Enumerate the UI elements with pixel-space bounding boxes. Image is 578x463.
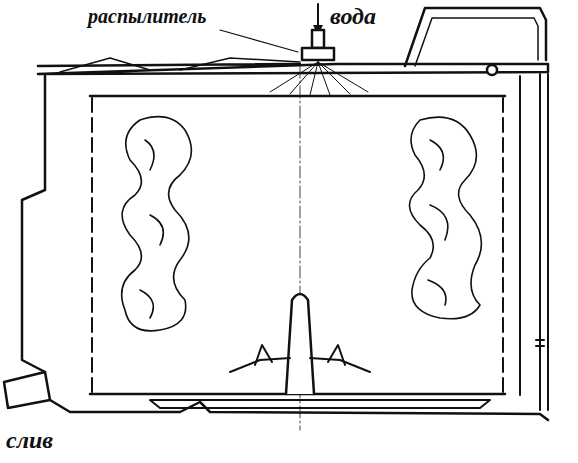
lid-rib [180,58,300,70]
drum-rim [90,95,505,98]
flow-label: слив [6,428,53,452]
housing-base [50,400,548,420]
agitator-fin [230,358,370,372]
sprayer [302,48,334,60]
hinge-pin [487,65,497,75]
water-arrow [317,4,319,30]
housing [22,76,45,372]
lid [38,64,548,74]
drum-wall [502,98,504,392]
part-label: распылитель [88,6,206,26]
flow-label: вода [330,4,376,28]
housing [519,76,521,395]
lid-handle [405,8,546,66]
tube-clamp [536,340,544,346]
agitator [286,294,314,394]
laundry [122,117,482,331]
leader-line [220,30,298,52]
side-tube [540,74,548,410]
agitator-blade [255,345,345,365]
water-pipe [312,30,324,48]
drum-base [150,400,490,408]
lid-hinge [60,58,150,72]
lid-handle [415,18,538,66]
drum-wall [91,98,93,392]
drain-pipe [4,372,50,408]
